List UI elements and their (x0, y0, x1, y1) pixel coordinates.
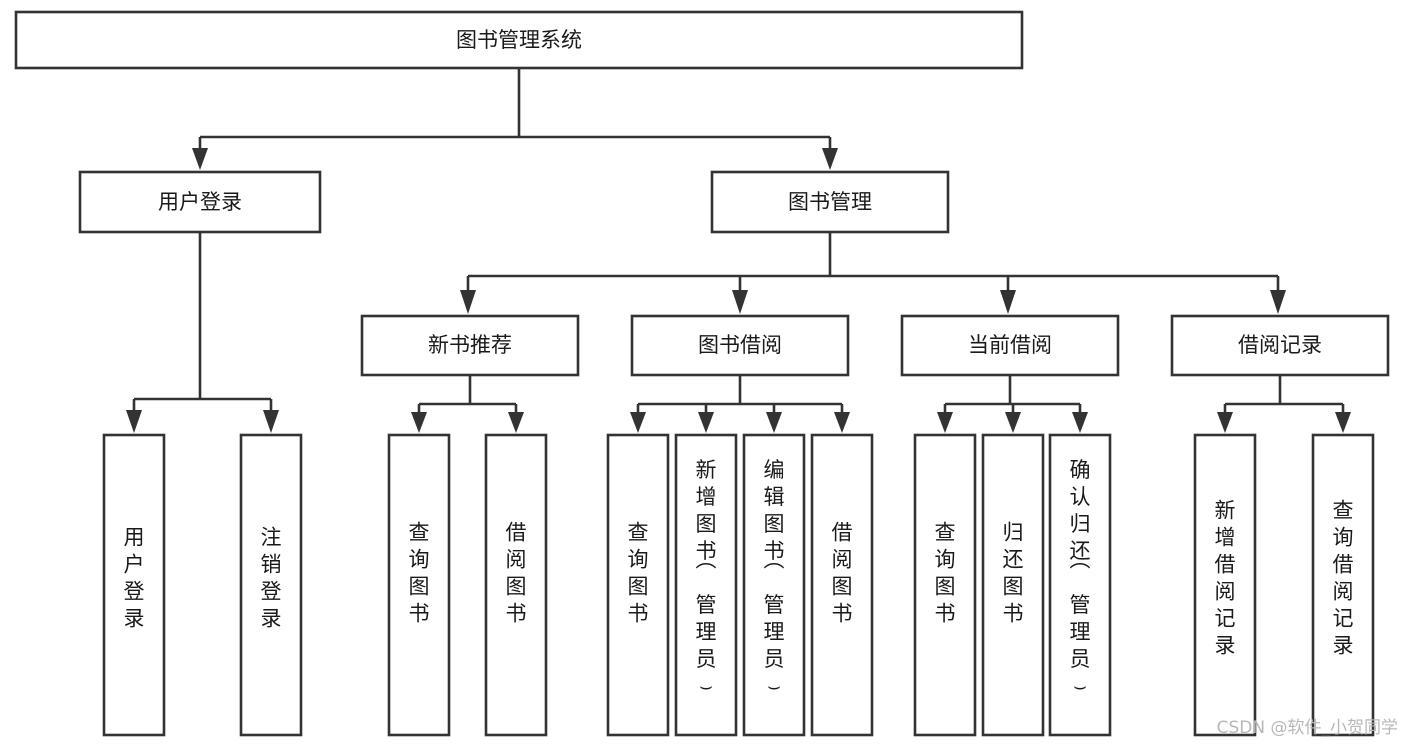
arrow-to-leaf-add-book (698, 412, 714, 433)
arrow-to-leaf-borrow-book (834, 412, 850, 433)
node-new-book-recommend-label: 新书推荐 (428, 333, 512, 357)
node-new-book-recommend-box[interactable] (360, 314, 580, 377)
node-user-login-label: 用户登录 (158, 190, 242, 214)
node-leaf-query-book-recommend[interactable]: 查询图书 (387, 433, 451, 737)
node-leaf-query-book-current[interactable]: 查询图书 (913, 433, 977, 737)
node-book-management[interactable]: 图书管理 (710, 170, 950, 234)
node-current-borrow-box[interactable] (900, 314, 1120, 377)
node-leaf-query-borrow-record-label: 查询借阅记录 (1333, 499, 1354, 658)
arrow-to-leaf-user-login (126, 410, 142, 433)
node-leaf-edit-book-box[interactable] (742, 433, 806, 737)
connector-layer (126, 68, 1351, 433)
node-leaf-borrow-book-box[interactable] (810, 433, 874, 737)
node-leaf-query-borrow-record-box[interactable] (1311, 433, 1375, 737)
node-leaf-borrow-book-label: 借阅图书 (832, 521, 853, 626)
node-leaf-return-book[interactable]: 归还图书 (981, 433, 1045, 737)
node-leaf-query-book-borrow-box[interactable] (606, 433, 670, 737)
node-leaf-borrow-book-recommend-box[interactable] (484, 433, 548, 737)
arrow-to-leaf-add-borrow-record (1217, 412, 1233, 433)
arrow-to-leaf-query-book-borrow (630, 412, 646, 433)
node-leaf-query-book-recommend-box[interactable] (387, 433, 451, 737)
node-borrow-record-label: 借阅记录 (1238, 333, 1322, 357)
node-leaf-user-login-box[interactable] (102, 433, 166, 737)
node-leaf-confirm-return-label: 确认归还⌒管理员⌣ (1070, 458, 1091, 698)
arrow-to-leaf-query-book-recommend (411, 412, 427, 433)
node-leaf-query-borrow-record[interactable]: 查询借阅记录 (1311, 433, 1375, 737)
node-leaf-add-borrow-record[interactable]: 新增借阅记录 (1193, 433, 1257, 737)
node-user-login-box[interactable] (78, 170, 322, 234)
node-leaf-borrow-book-recommend-label: 借阅图书 (506, 521, 527, 626)
node-book-borrow-box[interactable] (630, 314, 850, 377)
node-leaf-query-book-current-label: 查询图书 (935, 521, 956, 626)
node-book-borrow-label: 图书借阅 (698, 333, 782, 357)
node-leaf-user-login-label: 用户登录 (124, 526, 145, 631)
node-borrow-record-box[interactable] (1170, 314, 1390, 377)
node-leaf-logout-box[interactable] (239, 433, 303, 737)
node-leaf-user-login[interactable]: 用户登录 (102, 433, 166, 737)
node-book-management-label: 图书管理 (788, 190, 872, 214)
node-leaf-logout-label: 注销登录 (261, 526, 282, 631)
arrow-to-new-book-recommend (460, 290, 476, 314)
arrow-to-leaf-logout (263, 410, 279, 433)
arrow-to-leaf-edit-book (766, 412, 782, 433)
node-leaf-query-book-recommend-label: 查询图书 (409, 521, 430, 626)
arrow-to-leaf-return-book (1005, 412, 1021, 433)
node-leaf-confirm-return[interactable]: 确认归还⌒管理员⌣ (1048, 433, 1112, 737)
node-leaf-query-book-borrow-label: 查询图书 (628, 521, 649, 626)
arrow-to-book-borrow (732, 290, 748, 314)
node-root[interactable]: 图书管理系统 (14, 10, 1024, 70)
node-root-box[interactable] (14, 10, 1024, 70)
arrow-to-current-borrow (1000, 290, 1016, 314)
node-leaf-borrow-book-recommend[interactable]: 借阅图书 (484, 433, 548, 737)
node-book-borrow[interactable]: 图书借阅 (630, 314, 850, 377)
node-leaf-edit-book-label: 编辑图书⌒管理员⌣ (764, 458, 785, 698)
node-leaf-return-book-box[interactable] (981, 433, 1045, 737)
arrow-to-book-management (822, 148, 838, 170)
node-leaf-query-book-current-box[interactable] (913, 433, 977, 737)
node-leaf-edit-book[interactable]: 编辑图书⌒管理员⌣ (742, 433, 806, 737)
node-leaf-add-borrow-record-label: 新增借阅记录 (1215, 499, 1236, 658)
arrow-to-leaf-query-book-current (937, 412, 953, 433)
arrow-to-leaf-confirm-return (1072, 412, 1088, 433)
node-leaf-query-book-borrow[interactable]: 查询图书 (606, 433, 670, 737)
node-borrow-record[interactable]: 借阅记录 (1170, 314, 1390, 377)
node-leaf-return-book-label: 归还图书 (1003, 521, 1024, 626)
arrow-to-leaf-query-borrow-record (1335, 412, 1351, 433)
node-new-book-recommend[interactable]: 新书推荐 (360, 314, 580, 377)
node-current-borrow[interactable]: 当前借阅 (900, 314, 1120, 377)
arrow-to-borrow-record (1270, 290, 1286, 314)
node-root-label: 图书管理系统 (456, 28, 582, 52)
node-book-management-box[interactable] (710, 170, 950, 234)
node-leaf-add-book-label: 新增图书⌒管理员⌣ (696, 458, 717, 698)
node-leaf-add-book[interactable]: 新增图书⌒管理员⌣ (674, 433, 738, 737)
csdn-watermark: CSDN @软件_小贺同学 (1217, 718, 1398, 738)
node-current-borrow-label: 当前借阅 (968, 333, 1052, 357)
node-leaf-borrow-book[interactable]: 借阅图书 (810, 433, 874, 737)
arrow-to-leaf-borrow-book-recommend (508, 412, 524, 433)
node-leaf-add-book-box[interactable] (674, 433, 738, 737)
node-user-login[interactable]: 用户登录 (78, 170, 322, 234)
node-leaf-logout[interactable]: 注销登录 (239, 433, 303, 737)
arrow-to-user-login (192, 148, 208, 170)
node-leaf-add-borrow-record-box[interactable] (1193, 433, 1257, 737)
node-leaf-confirm-return-box[interactable] (1048, 433, 1112, 737)
